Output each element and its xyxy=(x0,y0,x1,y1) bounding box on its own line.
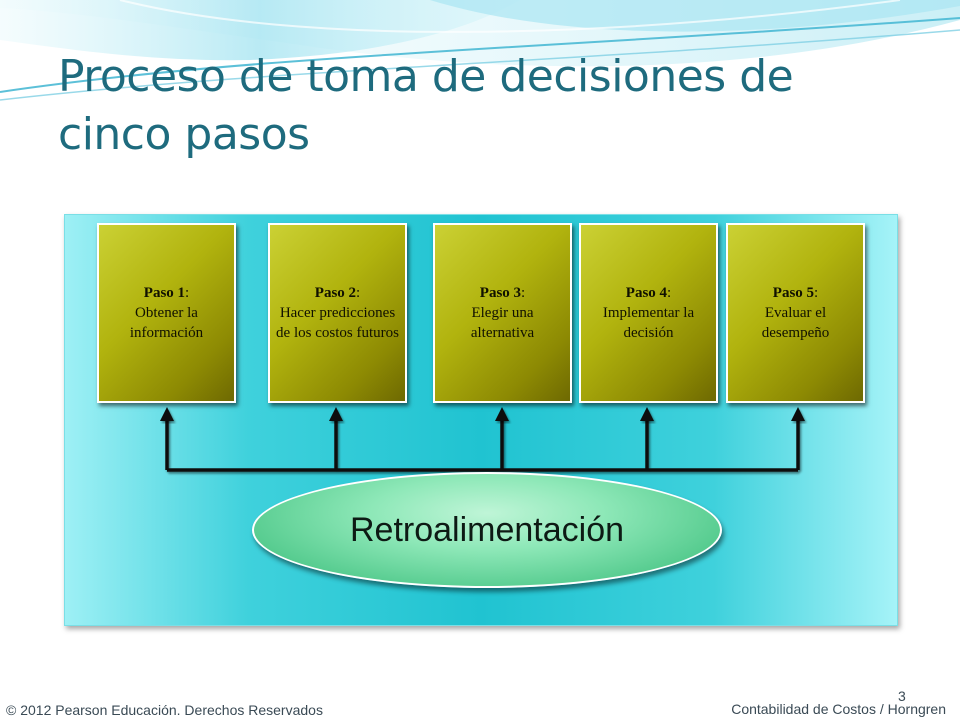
arrow-step-2-head xyxy=(329,407,343,421)
arrow-step-3-head xyxy=(495,407,509,421)
step-box-5: Paso 5: Evaluar el desempeño xyxy=(726,223,865,403)
step-2-label: Paso 2 xyxy=(314,285,357,301)
step-3-label: Paso 3 xyxy=(479,285,522,301)
arrow-step-5-head xyxy=(791,407,805,421)
step-4-label: Paso 4 xyxy=(625,285,668,301)
step-1-text: Obtener la información xyxy=(129,305,204,341)
step-box-1: Paso 1: Obtener la información xyxy=(97,223,236,403)
feedback-label: Retroalimentación xyxy=(349,510,625,549)
step-1-label: Paso 1 xyxy=(143,285,186,301)
step-3-text: Elegir una alternativa xyxy=(470,305,535,341)
arrow-step-4-head xyxy=(640,407,654,421)
page-number: 3 xyxy=(898,688,906,704)
step-2-text: Hacer predicciones de los costos futuros xyxy=(276,305,399,341)
slide-title: Proceso de toma de decisiones de cinco p… xyxy=(58,51,794,160)
step-5-text: Evaluar el desempeño xyxy=(761,305,830,341)
step-4-text: Implementar la decisión xyxy=(602,305,695,341)
feedback-ellipse: Retroalimentación xyxy=(252,472,722,588)
footer-book-title: Contabilidad de Costos / Horngren xyxy=(731,701,946,717)
step-box-4: Paso 4: Implementar la decisión xyxy=(579,223,718,403)
footer-copyright: © 2012 Pearson Educación. Derechos Reser… xyxy=(6,702,323,718)
step-box-2: Paso 2: Hacer predicciones de los costos… xyxy=(268,223,407,403)
step-box-3: Paso 3: Elegir una alternativa xyxy=(433,223,572,403)
decorative-swoosh xyxy=(0,0,960,101)
arrow-step-1-head xyxy=(160,407,174,421)
step-5-label: Paso 5 xyxy=(772,285,815,301)
